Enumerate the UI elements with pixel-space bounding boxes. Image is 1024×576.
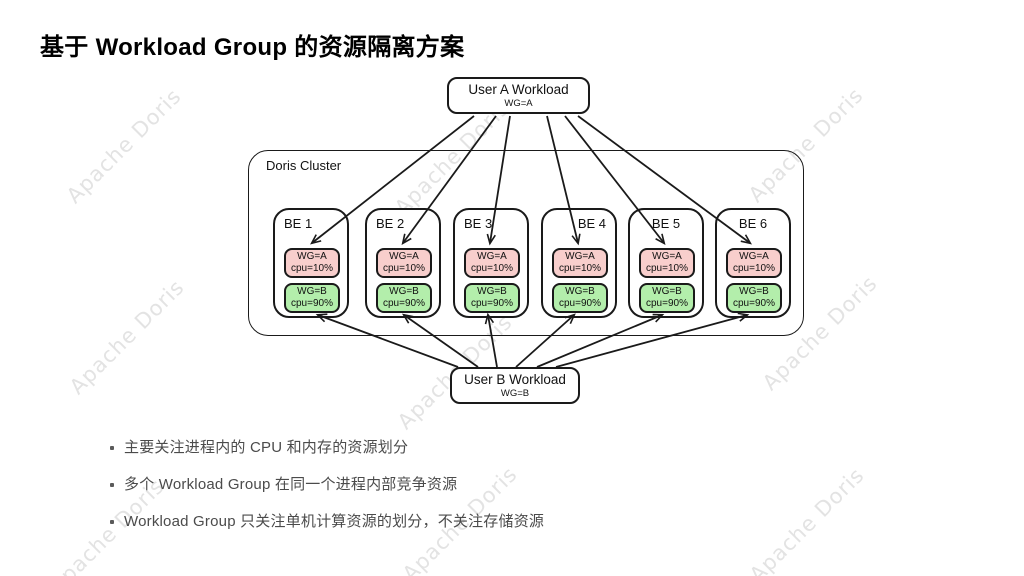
watermark: Apache Doris [744, 462, 870, 576]
wg-a-name: WG=A [477, 250, 507, 262]
cluster-label: Doris Cluster [266, 158, 342, 173]
wg-b-box: WG=B cpu=90% [464, 283, 520, 313]
be-node-4: BE 4 WG=A cpu=10% WG=B cpu=90% [541, 208, 617, 318]
list-item: Workload Group 只关注单机计算资源的划分，不关注存储资源 [110, 511, 544, 532]
wg-b-box: WG=B cpu=90% [284, 283, 340, 313]
wg-b-box: WG=B cpu=90% [376, 283, 432, 313]
wg-b-box: WG=B cpu=90% [552, 283, 608, 313]
be-node-6: BE 6 WG=A cpu=10% WG=B cpu=90% [715, 208, 791, 318]
be-node-label: BE 3 [464, 216, 493, 231]
wg-b-name: WG=B [389, 285, 419, 297]
note-text: 主要关注进程内的 CPU 和内存的资源划分 [124, 439, 409, 456]
wg-a-cpu: cpu=10% [733, 263, 775, 274]
wg-b-name: WG=B [565, 285, 595, 297]
wg-a-name: WG=A [652, 250, 682, 262]
user-a-workload-box: User A Workload WG=A [447, 77, 590, 114]
wg-b-name: WG=B [297, 285, 327, 297]
be-node-label: BE 2 [376, 216, 405, 231]
wg-a-name: WG=A [565, 250, 595, 262]
wg-a-cpu: cpu=10% [291, 263, 333, 274]
watermark: Apache Doris [61, 83, 187, 209]
user-b-workload-box: User B Workload WG=B [450, 367, 580, 404]
wg-a-box: WG=A cpu=10% [639, 248, 695, 278]
wg-a-box: WG=A cpu=10% [376, 248, 432, 278]
be-node-2: BE 2 WG=A cpu=10% WG=B cpu=90% [365, 208, 441, 318]
watermark: Apache Doris [64, 274, 190, 400]
wg-b-box: WG=B cpu=90% [639, 283, 695, 313]
bullet-dot [110, 446, 114, 450]
bullet-dot [110, 520, 114, 524]
note-text: 多个 Workload Group 在同一个进程内部竞争资源 [124, 476, 458, 493]
wg-b-cpu: cpu=90% [471, 298, 513, 309]
wg-a-name: WG=A [297, 250, 327, 262]
note-text: Workload Group 只关注单机计算资源的划分，不关注存储资源 [124, 513, 545, 530]
wg-a-cpu: cpu=10% [471, 263, 513, 274]
wg-a-cpu: cpu=10% [383, 263, 425, 274]
page-title: 基于 Workload Group 的资源隔离方案 [40, 34, 465, 61]
list-item: 主要关注进程内的 CPU 和内存的资源划分 [110, 437, 544, 458]
bullet-dot [110, 483, 114, 487]
wg-b-cpu: cpu=90% [733, 298, 775, 309]
wg-b-box: WG=B cpu=90% [726, 283, 782, 313]
wg-b-cpu: cpu=90% [559, 298, 601, 309]
be-node-label: BE 6 [738, 216, 768, 231]
user-b-wg-label: WG=B [500, 387, 530, 399]
be-node-5: BE 5 WG=A cpu=10% WG=B cpu=90% [628, 208, 704, 318]
wg-a-box: WG=A cpu=10% [726, 248, 782, 278]
wg-b-name: WG=B [652, 285, 682, 297]
user-a-label: User A Workload [468, 81, 569, 97]
wg-b-name: WG=B [739, 285, 769, 297]
user-b-label: User B Workload [464, 371, 566, 387]
be-node-label: BE 4 [577, 216, 606, 231]
notes-list: 主要关注进程内的 CPU 和内存的资源划分 多个 Workload Group … [110, 437, 544, 548]
wg-b-cpu: cpu=90% [646, 298, 688, 309]
wg-a-box: WG=A cpu=10% [284, 248, 340, 278]
wg-a-name: WG=A [389, 250, 419, 262]
doris-cluster-container: Doris Cluster BE 1 WG=A cpu=10% WG=B cpu… [248, 150, 804, 336]
wg-b-name: WG=B [477, 285, 507, 297]
wg-a-box: WG=A cpu=10% [464, 248, 520, 278]
wg-a-cpu: cpu=10% [646, 263, 688, 274]
wg-a-name: WG=A [739, 250, 769, 262]
list-item: 多个 Workload Group 在同一个进程内部竞争资源 [110, 474, 544, 495]
be-node-label: BE 1 [284, 216, 313, 231]
be-node-3: BE 3 WG=A cpu=10% WG=B cpu=90% [453, 208, 529, 318]
wg-b-cpu: cpu=90% [291, 298, 333, 309]
wg-a-cpu: cpu=10% [559, 263, 601, 274]
user-a-wg-label: WG=A [504, 97, 533, 109]
wg-b-cpu: cpu=90% [383, 298, 425, 309]
be-node-label: BE 5 [651, 216, 681, 231]
wg-a-box: WG=A cpu=10% [552, 248, 608, 278]
be-node-1: BE 1 WG=A cpu=10% WG=B cpu=90% [273, 208, 349, 318]
